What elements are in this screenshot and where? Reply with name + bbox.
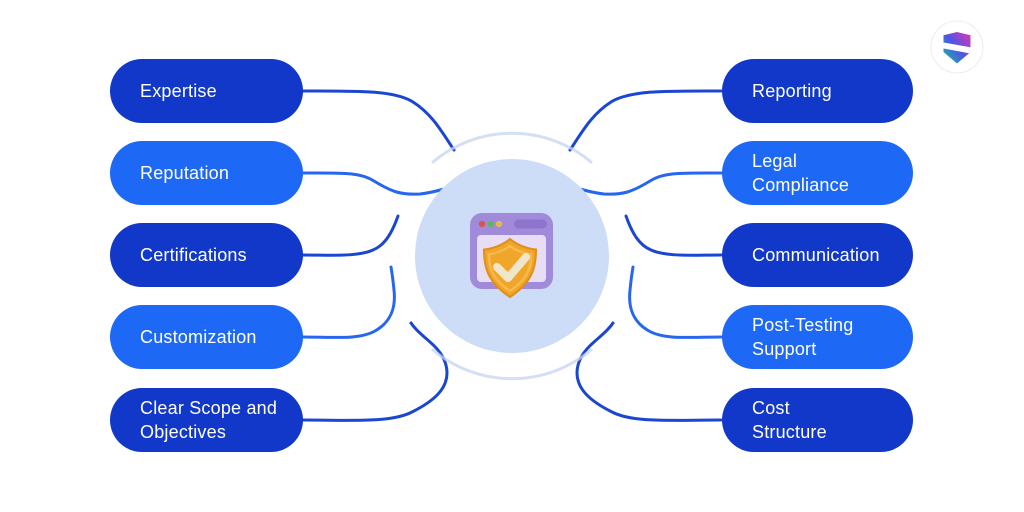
connector-legal-compliance [578, 171, 723, 196]
connector-reputation [301, 171, 446, 196]
hub-ring-top [431, 131, 593, 164]
connector-certifications [301, 214, 400, 257]
check-mark-icon [493, 253, 530, 282]
pill-expertise: Expertise [110, 59, 303, 123]
window-dot-green [487, 220, 494, 228]
pill-communication-label: Communication [752, 245, 880, 265]
pill-certifications: Certifications [110, 223, 303, 287]
window-dot-yellow [495, 220, 503, 228]
pill-clear-scope-label: Clear Scope and Objectives [140, 398, 278, 442]
connector-communication [624, 214, 723, 257]
browser-shield-check-icon [470, 213, 553, 299]
pill-reporting-label: Reporting [752, 81, 832, 101]
connector-clear-scope [301, 321, 449, 422]
pill-expertise-label: Expertise [140, 81, 217, 101]
window-dot-red [478, 220, 486, 228]
pill-legal-compliance: Legal Compliance [722, 141, 913, 205]
pill-communication: Communication [722, 223, 913, 287]
window-address-pill [514, 219, 547, 229]
logo-white-stripe [943, 42, 971, 54]
pill-customization: Customization [110, 305, 303, 369]
connector-expertise [301, 89, 456, 152]
pill-clear-scope-and-objectives: Clear Scope and Objectives [110, 388, 303, 452]
connector-post-testing [628, 265, 723, 339]
pill-reputation-label: Reputation [140, 163, 230, 183]
pill-post-testing-label: Post-Testing Support [752, 315, 854, 359]
hub-ring-bottom [431, 348, 593, 381]
pill-certifications-label: Certifications [140, 245, 247, 265]
connector-customization [301, 265, 396, 339]
pill-reporting: Reporting [722, 59, 913, 123]
pill-cost-structure-label: Cost Structure [752, 398, 827, 442]
pill-cost-structure: Cost Structure [722, 388, 913, 452]
connector-cost-structure [575, 321, 723, 422]
pill-customization-label: Customization [140, 327, 257, 347]
pill-legal-compliance-label: Legal Compliance [752, 151, 850, 195]
pill-reputation: Reputation [110, 141, 303, 205]
connector-reporting [568, 89, 723, 152]
connector-lines [301, 89, 723, 422]
pill-post-testing-support: Post-Testing Support [722, 305, 913, 369]
brand-shield-logo [930, 20, 984, 74]
center-hub [415, 131, 609, 381]
